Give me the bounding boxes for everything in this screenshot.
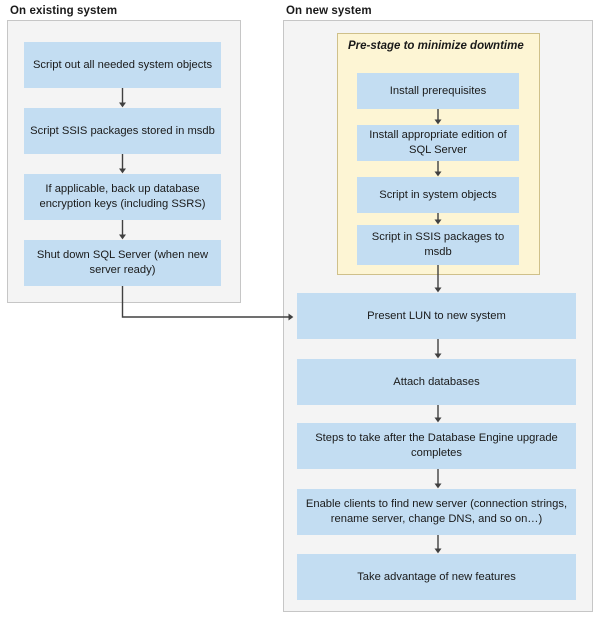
node-script-in-system-objects[interactable]: Script in system objects bbox=[357, 177, 519, 213]
node-label: Steps to take after the Database Engine … bbox=[315, 432, 558, 459]
node-enable-clients-find-server[interactable]: Enable clients to find new server (conne… bbox=[297, 489, 576, 535]
node-label: Attach databases bbox=[393, 375, 480, 388]
node-label: Script out all needed system objects bbox=[32, 58, 213, 71]
node-label: Script in system objects bbox=[379, 188, 497, 201]
edge-shutdown-to-present-lun bbox=[121, 286, 294, 321]
node-label: Shut down SQL Server (when new server re… bbox=[36, 249, 209, 276]
node-label: Script SSIS packages stored in msdb bbox=[30, 124, 215, 137]
node-post-upgrade-steps[interactable]: Steps to take after the Database Engine … bbox=[297, 423, 576, 469]
node-install-sql-server-edition[interactable]: Install appropriate edition of SQL Serve… bbox=[357, 125, 519, 161]
node-script-out-system-objects[interactable]: Script out all needed system objects bbox=[24, 42, 221, 88]
node-script-ssis-packages-msdb[interactable]: Script SSIS packages stored in msdb bbox=[24, 108, 221, 154]
node-present-lun[interactable]: Present LUN to new system bbox=[297, 293, 576, 339]
node-shut-down-sql-server[interactable]: Shut down SQL Server (when new server re… bbox=[24, 240, 221, 286]
node-label: Install appropriate edition of SQL Serve… bbox=[369, 129, 507, 156]
node-take-advantage-new-features[interactable]: Take advantage of new features bbox=[297, 554, 576, 600]
node-label: Present LUN to new system bbox=[367, 309, 506, 322]
column-title-existing-system: On existing system bbox=[10, 5, 118, 17]
node-label: Script in SSIS packages to msdb bbox=[371, 231, 505, 258]
node-install-prerequisites[interactable]: Install prerequisites bbox=[357, 73, 519, 109]
node-label: Enable clients to find new server (conne… bbox=[305, 498, 568, 525]
node-label: Take advantage of new features bbox=[357, 570, 516, 583]
node-label: Install prerequisites bbox=[389, 84, 487, 97]
node-attach-databases[interactable]: Attach databases bbox=[297, 359, 576, 405]
node-label: If applicable, back up database encrypti… bbox=[39, 183, 206, 210]
column-title-new-system: On new system bbox=[286, 5, 372, 17]
group-pre-stage-title: Pre-stage to minimize downtime bbox=[348, 40, 524, 52]
node-back-up-encryption-keys[interactable]: If applicable, back up database encrypti… bbox=[24, 174, 221, 220]
node-script-in-ssis-packages[interactable]: Script in SSIS packages to msdb bbox=[357, 225, 519, 265]
